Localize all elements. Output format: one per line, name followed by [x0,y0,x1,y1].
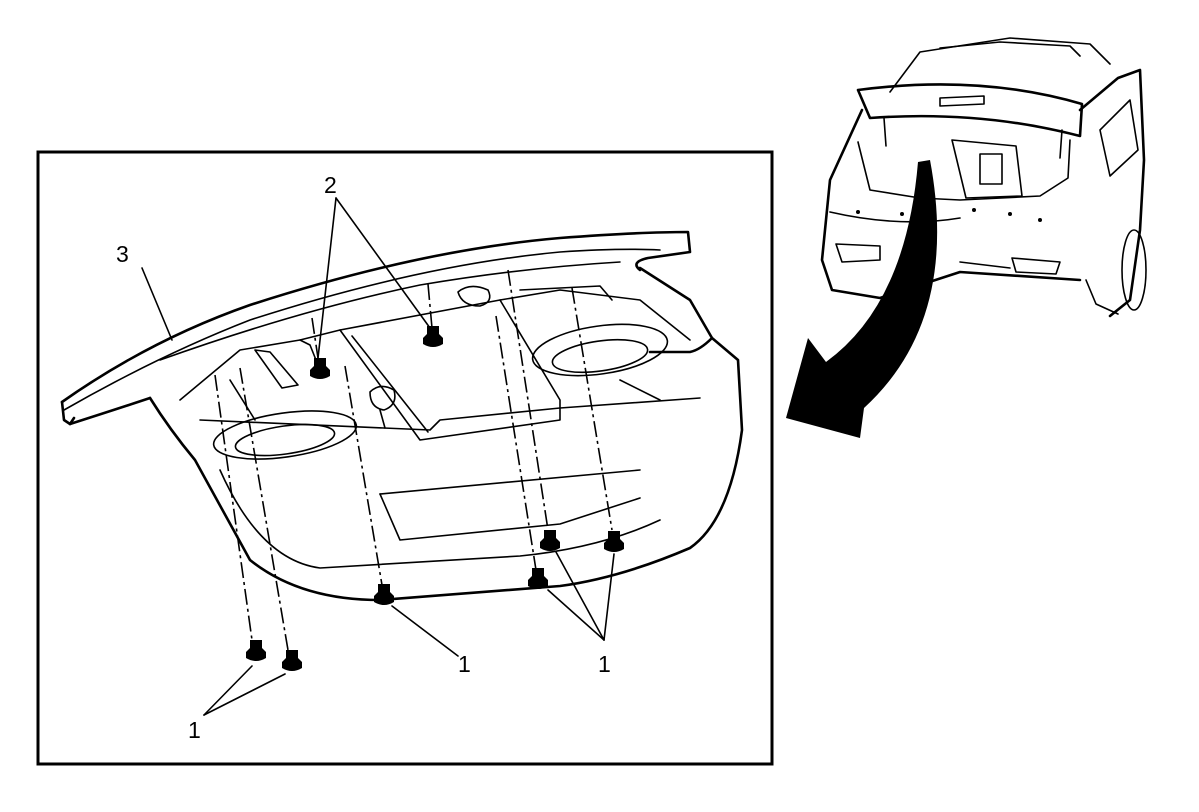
fastener-lower-left-a [246,640,266,661]
fastener-lower-right-b [528,568,548,589]
rear-shelf-panel [60,230,744,602]
fastener-lower-right-c [604,531,624,552]
push-pin-fasteners [246,326,624,671]
fastener-upper-a [310,358,330,379]
fastener-alignment-lines [214,269,613,651]
callout-label-1-left: 1 [188,717,201,743]
vehicle-locator-illustration [820,37,1147,318]
callout-label-1-right: 1 [598,651,611,677]
callout-label-1-center: 1 [458,651,471,677]
fastener-lower-center [374,584,394,605]
callout-label-2: 2 [324,172,337,198]
detail-view-frame [36,150,774,766]
fastener-upper-b [423,326,443,347]
callout-leader-lines [141,197,615,716]
fastener-lower-right-a [540,530,560,551]
view-direction-arrow [786,160,938,438]
callout-label-3: 3 [116,241,129,267]
fastener-lower-left-b [282,650,302,671]
